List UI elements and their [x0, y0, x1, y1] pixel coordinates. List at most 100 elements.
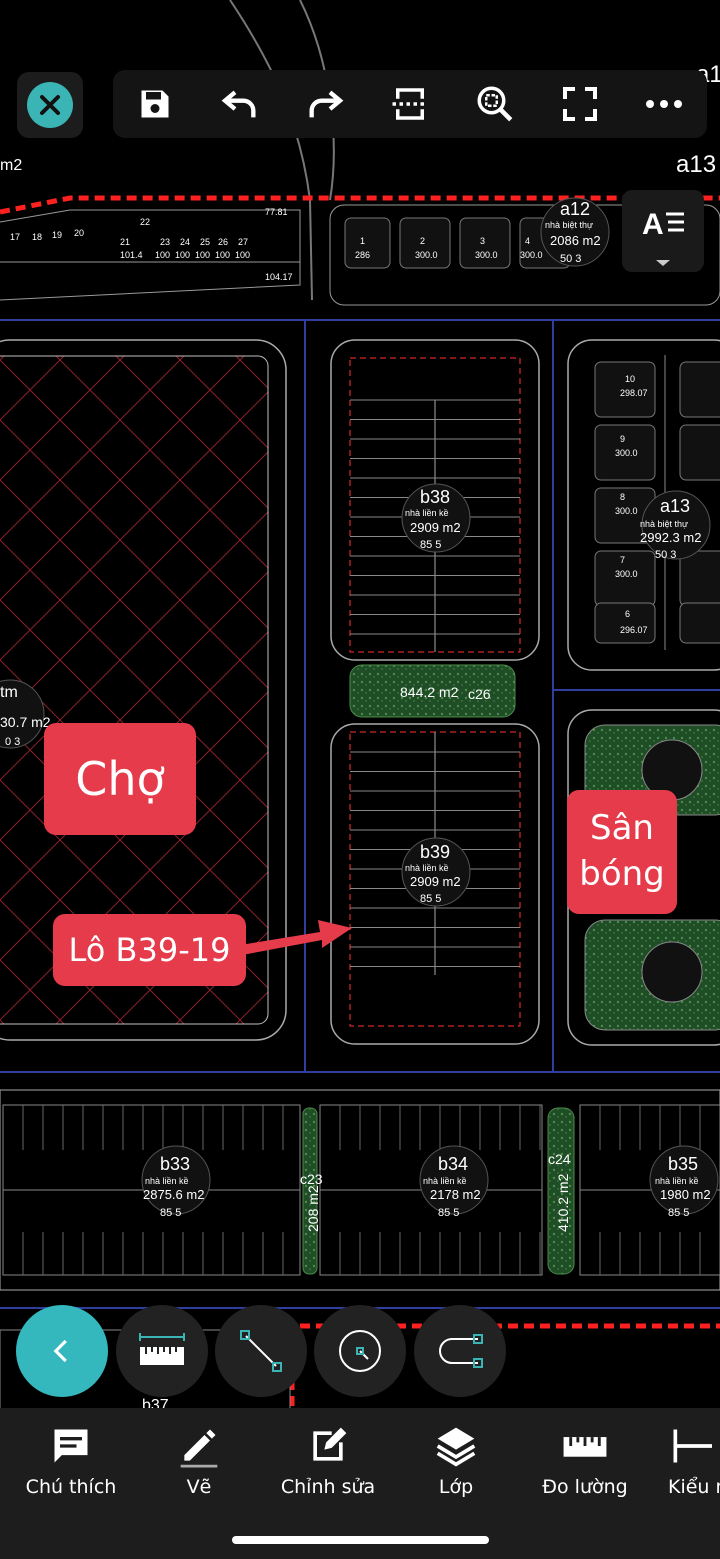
- polyline-tool-icon: [439, 1334, 483, 1368]
- nav-layers-label: Lớp: [438, 1476, 474, 1498]
- measure-fab-button[interactable]: [116, 1305, 208, 1397]
- svg-text:6: 6: [625, 609, 630, 619]
- chevron-left-icon: [53, 1339, 67, 1363]
- svg-text:a13: a13: [660, 496, 690, 516]
- section-button[interactable]: [380, 74, 440, 134]
- text-style-button[interactable]: A: [622, 190, 704, 272]
- block-b38[interactable]: b38 nhà liền kề 2909 m2 85 5: [330, 339, 540, 661]
- save-icon: [141, 90, 169, 118]
- back-fab-button[interactable]: [16, 1305, 108, 1397]
- svg-text:2909 m2: 2909 m2: [410, 520, 461, 535]
- nav-measure-label: Đo lường: [542, 1476, 628, 1498]
- svg-text:30.7 m2: 30.7 m2: [0, 714, 51, 730]
- pencil-icon: [180, 1429, 218, 1468]
- dimension-icon: [673, 1429, 712, 1463]
- svg-text:c24: c24: [548, 1151, 571, 1167]
- section-icon: [392, 88, 428, 120]
- line-fab-button[interactable]: [215, 1305, 307, 1397]
- top-left-lots: [0, 209, 301, 301]
- svg-text:22: 22: [140, 217, 150, 227]
- svg-text:26: 26: [218, 237, 228, 247]
- fullscreen-button[interactable]: [550, 74, 610, 134]
- svg-text:A: A: [642, 208, 664, 241]
- close-button[interactable]: [17, 72, 83, 138]
- svg-text:10: 10: [625, 374, 635, 384]
- circle-fab-button[interactable]: [314, 1305, 406, 1397]
- svg-text:300.0: 300.0: [615, 569, 638, 579]
- svg-text:85 5: 85 5: [420, 539, 441, 551]
- tm-block: tm 30.7 m2 0 3: [0, 679, 51, 749]
- svg-text:23: 23: [160, 237, 170, 247]
- svg-text:2178 m2: 2178 m2: [430, 1187, 481, 1202]
- svg-text:100: 100: [195, 250, 210, 260]
- stadium-label: Sân bóng: [567, 790, 677, 914]
- ruler-icon: [563, 1437, 607, 1457]
- market-block[interactable]: [0, 339, 287, 1041]
- nav-dimension-style[interactable]: Kiểu m: [668, 1424, 720, 1524]
- more-button[interactable]: [634, 74, 694, 134]
- drawing-tools-row: [0, 1305, 720, 1397]
- fullscreen-icon: [562, 87, 597, 121]
- svg-text:c23: c23: [300, 1171, 323, 1187]
- svg-text:208 m2: 208 m2: [305, 1185, 321, 1232]
- svg-text:85 5: 85 5: [668, 1207, 689, 1219]
- ruler-icon: [139, 1333, 185, 1365]
- block-code: a12: [560, 199, 590, 219]
- svg-text:9: 9: [620, 434, 625, 444]
- green-c24: c24 410.2 m2: [548, 1151, 571, 1232]
- svg-text:2992.3 m2: 2992.3 m2: [640, 530, 701, 545]
- redo-button[interactable]: [295, 74, 355, 134]
- text-style-icon: A: [642, 208, 684, 266]
- nav-edit-label: Chỉnh sửa: [280, 1476, 376, 1498]
- svg-text:100: 100: [215, 250, 230, 260]
- svg-text:286: 286: [355, 250, 370, 260]
- green-c26[interactable]: 844.2 m2 c26: [349, 664, 516, 718]
- nav-edit[interactable]: Chỉnh sửa: [280, 1424, 376, 1524]
- svg-text:2909 m2: 2909 m2: [410, 874, 461, 889]
- redo-icon: [309, 90, 344, 118]
- svg-text:c26: c26: [468, 686, 491, 702]
- svg-text:85 5: 85 5: [438, 1207, 459, 1219]
- svg-text:18: 18: [32, 232, 42, 242]
- stadium-label-line2: bóng: [579, 854, 665, 894]
- svg-text:17: 17: [10, 232, 20, 242]
- nav-draw[interactable]: Vẽ: [173, 1424, 225, 1524]
- block-area: 2086 m2: [550, 233, 601, 248]
- svg-text:410.2 m2: 410.2 m2: [555, 1173, 571, 1232]
- save-button[interactable]: [125, 74, 185, 134]
- block-b33: b33 nhà liền kề 2875.6 m2 85 5: [141, 1145, 211, 1219]
- svg-text:nhà biệt thự: nhà biệt thự: [640, 519, 688, 529]
- svg-text:298.07: 298.07: [620, 388, 648, 398]
- nav-measure[interactable]: Đo lường: [542, 1424, 628, 1524]
- home-indicator: [232, 1536, 489, 1544]
- market-label: Chợ: [44, 723, 196, 835]
- polyline-fab-button[interactable]: [414, 1305, 506, 1397]
- svg-text:4: 4: [525, 236, 530, 246]
- svg-text:0 3: 0 3: [5, 736, 20, 748]
- bottom-row-blocks[interactable]: [0, 1089, 720, 1291]
- undo-button[interactable]: [210, 74, 270, 134]
- svg-text:b35: b35: [668, 1154, 698, 1174]
- svg-text:101.4: 101.4: [120, 250, 143, 260]
- comment-icon: [54, 1429, 88, 1463]
- nav-layers[interactable]: Lớp: [430, 1424, 482, 1524]
- svg-text:nhà liền kề: nhà liền kề: [405, 863, 449, 873]
- svg-text:1: 1: [360, 236, 365, 246]
- svg-text:300.0: 300.0: [475, 250, 498, 260]
- svg-text:7: 7: [620, 555, 625, 565]
- block-b39[interactable]: b39 nhà liền kề 2909 m2 85 5: [330, 723, 540, 1045]
- top-toolbar: [113, 70, 707, 138]
- svg-text:tm: tm: [0, 684, 18, 701]
- svg-text:1980 m2: 1980 m2: [660, 1187, 711, 1202]
- nav-annotation[interactable]: Chú thích: [26, 1424, 116, 1524]
- circle-tool-icon: [339, 1330, 381, 1372]
- zoom-extents-button[interactable]: [465, 74, 525, 134]
- svg-text:27: 27: [238, 237, 248, 247]
- svg-text:nhà liền kề: nhà liền kề: [405, 508, 449, 518]
- svg-text:844.2 m2: 844.2 m2: [400, 684, 459, 700]
- block-b34: b34 nhà liền kề 2178 m2 85 5: [419, 1145, 489, 1219]
- close-icon: [27, 82, 73, 128]
